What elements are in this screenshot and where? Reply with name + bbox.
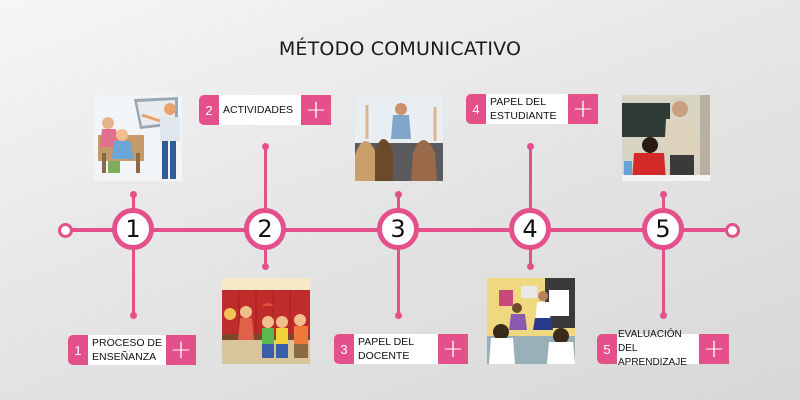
student-presentation-cartoon-image (487, 278, 575, 364)
connector-4-dot-top (527, 143, 534, 150)
teacher-lecture-photo-image (355, 95, 443, 181)
card-papel-estudiante[interactable]: 4 PAPEL DEL ESTUDIANTE + (466, 94, 598, 124)
card-label: PROCESO DE ENSEÑANZA (88, 335, 166, 365)
card-label: ACTIVIDADES (219, 95, 301, 125)
timeline-node-2[interactable]: 2 (244, 208, 286, 250)
connector-2-dot-bottom (262, 263, 269, 270)
teacher-classroom-cartoon-image (94, 95, 182, 181)
timeline-node-4[interactable]: 4 (509, 208, 551, 250)
card-label: PAPEL DEL ESTUDIANTE (486, 94, 568, 124)
card-evaluacion-aprendizaje[interactable]: 5 EVALUACIÓN DEL APRENDIZAJE + (597, 329, 729, 368)
card-label: EVALUACIÓN DEL APRENDIZAJE (617, 329, 699, 368)
connector-5-up (662, 195, 665, 215)
expand-plus-icon[interactable]: + (438, 334, 468, 364)
card-number: 4 (466, 94, 486, 124)
connector-1-dot-top (130, 191, 137, 198)
connector-4-dot-bottom (527, 263, 534, 270)
connector-3-dot-bottom (395, 312, 402, 319)
card-papel-docente[interactable]: 3 PAPEL DEL DOCENTE + (334, 334, 468, 364)
page-title: MÉTODO COMUNICATIVO (278, 38, 522, 60)
card-number: 1 (68, 335, 88, 365)
connector-3-up (397, 195, 400, 215)
connector-5-dot-top (660, 191, 667, 198)
connector-2-dot-top (262, 143, 269, 150)
connector-2-down (264, 245, 267, 265)
card-proceso-ensenanza[interactable]: 1 PROCESO DE ENSEÑANZA + (68, 335, 196, 365)
connector-3-dot-top (395, 191, 402, 198)
card-number: 5 (597, 334, 617, 364)
card-number: 2 (199, 95, 219, 125)
timeline-start-circle (58, 223, 73, 238)
connector-2-up (264, 146, 267, 216)
connector-1-dot-bottom (130, 312, 137, 319)
timeline-end-circle (725, 223, 740, 238)
card-actividades[interactable]: 2 ACTIVIDADES + (199, 95, 331, 125)
teacher-helping-student-photo-image (622, 95, 710, 181)
expand-plus-icon[interactable]: + (699, 334, 729, 364)
card-label: PAPEL DEL DOCENTE (354, 334, 438, 364)
timeline-node-5[interactable]: 5 (642, 208, 684, 250)
kids-lockers-cartoon-image (222, 278, 310, 364)
card-number: 3 (334, 334, 354, 364)
connector-5-down (662, 245, 665, 315)
connector-4-down (529, 245, 532, 265)
connector-1-down (132, 245, 135, 315)
connector-5-dot-bottom (660, 312, 667, 319)
connector-4-up (529, 146, 532, 216)
expand-plus-icon[interactable]: + (301, 95, 331, 125)
connector-3-down (397, 245, 400, 315)
connector-1-up (132, 195, 135, 215)
timeline-node-3[interactable]: 3 (377, 208, 419, 250)
timeline-node-1[interactable]: 1 (112, 208, 154, 250)
expand-plus-icon[interactable]: + (166, 335, 196, 365)
expand-plus-icon[interactable]: + (568, 94, 598, 124)
